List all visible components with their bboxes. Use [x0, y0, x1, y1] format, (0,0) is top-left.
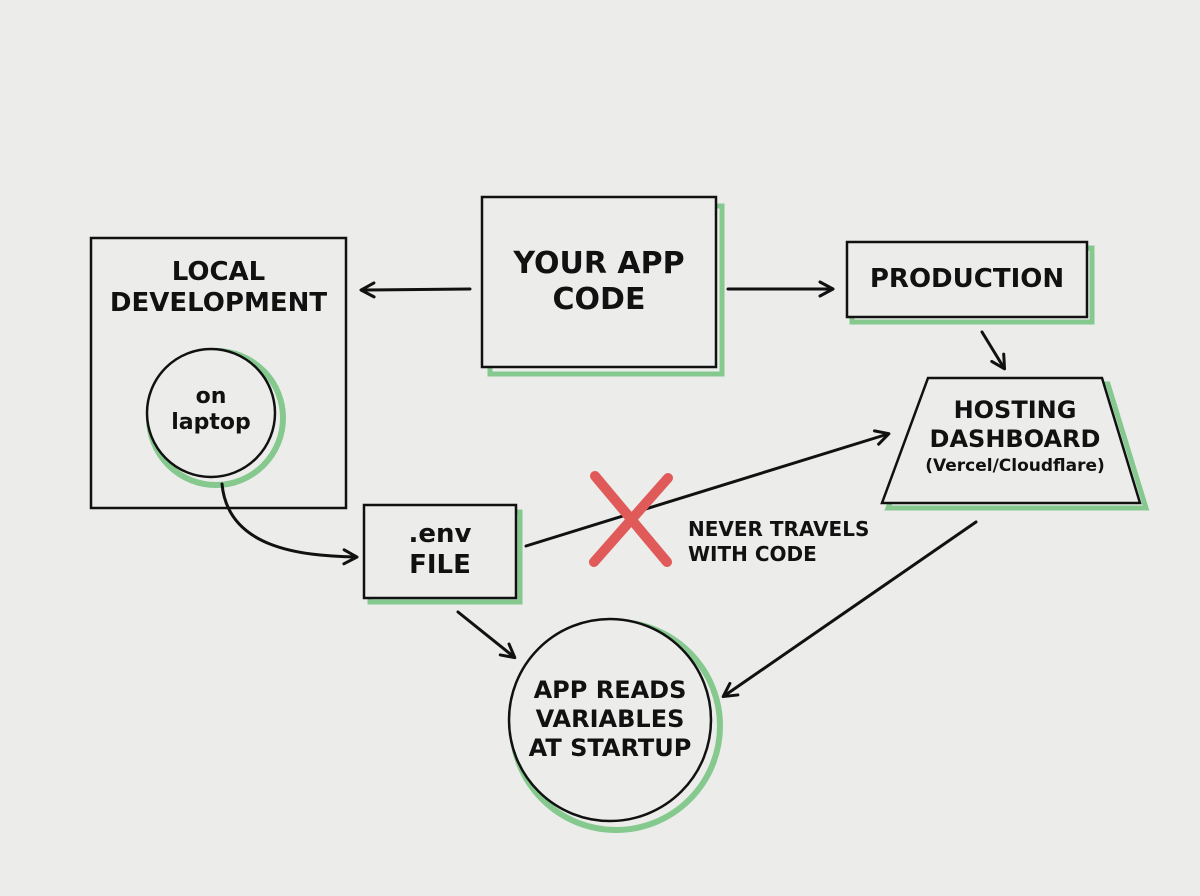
- hosting-line1: HOSTING: [953, 396, 1077, 424]
- arrow-env-to-app-reads: [456, 610, 517, 660]
- annotation-line1: NEVER TRAVELS: [688, 517, 870, 541]
- env-file-label: .env FILE: [364, 519, 516, 581]
- arrow-env-to-hosting: [524, 429, 891, 548]
- local-dev-line1: LOCAL: [171, 257, 266, 287]
- cross-icon: [589, 471, 673, 567]
- app-reads-label: APP READS VARIABLES AT STARTUP: [512, 676, 708, 762]
- arrow-hosting-to-app-reads: [721, 520, 978, 699]
- app-code-label: YOUR APP CODE: [482, 246, 716, 318]
- hosting-line2: DASHBOARD: [929, 424, 1101, 453]
- annotation-line2: WITH CODE: [688, 542, 817, 566]
- production-text: PRODUCTION: [869, 264, 1065, 294]
- laptop-circle: [145, 347, 286, 488]
- arrow-app-to-local: [359, 281, 472, 299]
- env-file-line2: FILE: [409, 550, 471, 581]
- app-reads-circle: [507, 617, 723, 833]
- hosting-trapezoid: [880, 376, 1150, 511]
- app-reads-line2: VARIABLES: [535, 704, 685, 733]
- arrow-laptop-to-env: [220, 482, 359, 566]
- env-file-box: [362, 503, 523, 605]
- env-file-line1: .env: [408, 519, 472, 549]
- laptop-label: on laptop: [147, 384, 275, 437]
- local-dev-box: [89, 236, 348, 510]
- app-code-line2: CODE: [552, 282, 646, 317]
- never-travels-annotation: NEVER TRAVELS WITH CODE: [688, 517, 898, 567]
- local-dev-line2: DEVELOPMENT: [109, 288, 328, 319]
- production-box: [845, 240, 1095, 325]
- laptop-line1: on: [195, 384, 227, 409]
- production-label: PRODUCTION: [847, 264, 1087, 295]
- app-reads-line1: APP READS: [533, 676, 687, 704]
- arrow-production-to-hosting: [980, 330, 1007, 371]
- laptop-line2: laptop: [171, 410, 251, 436]
- app-code-box: [480, 195, 725, 377]
- hosting-line3: (Vercel/Cloudflare): [925, 455, 1105, 476]
- hosting-label: HOSTING DASHBOARD (Vercel/Cloudflare): [890, 396, 1140, 476]
- app-reads-line3: AT STARTUP: [528, 733, 692, 762]
- local-dev-label: LOCAL DEVELOPMENT: [91, 257, 346, 319]
- app-code-line1: YOUR APP: [513, 246, 685, 281]
